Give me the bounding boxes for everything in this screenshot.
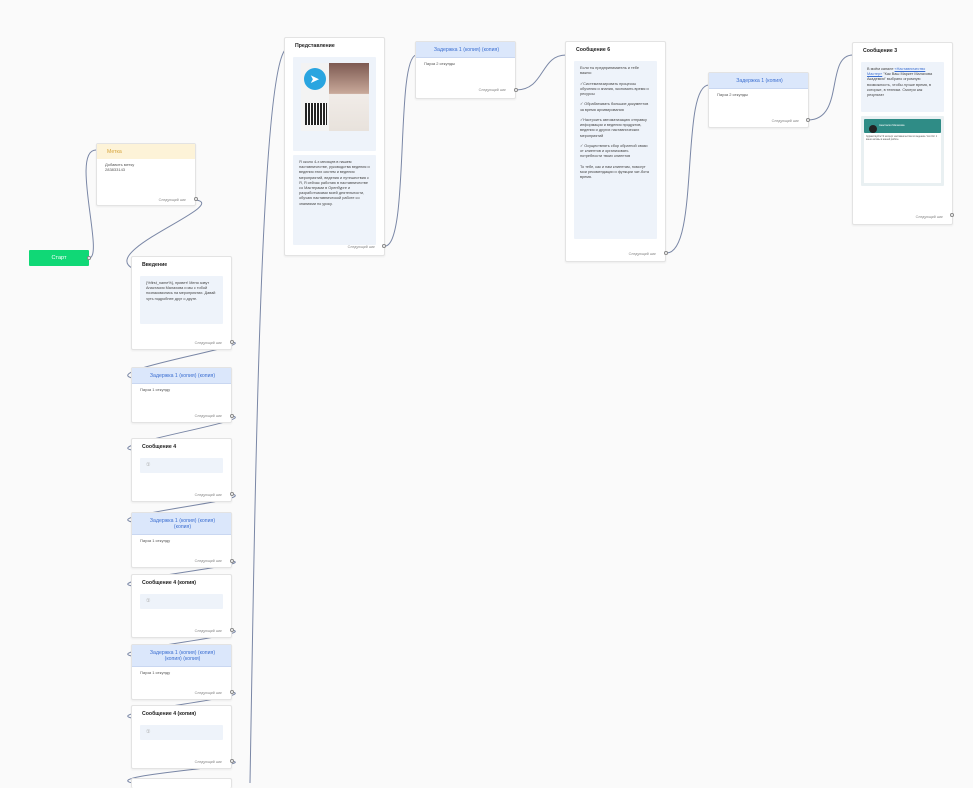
wire-delay-msg3 — [807, 54, 854, 121]
presentation-image-block: ➤ — [293, 57, 376, 151]
delay-e-text: Пауза 2 секунды — [717, 92, 748, 97]
message4-port[interactable] — [230, 492, 234, 496]
message4-title: Сообщение 4 — [142, 444, 177, 450]
message6-port[interactable] — [664, 251, 668, 255]
intro-message: {%first_name%}, привет! Меня зовут Анаст… — [140, 276, 223, 324]
portrait-photo — [328, 63, 369, 131]
next-step-label: Следующий шаг — [194, 629, 222, 633]
delay-node-d[interactable]: Задержка 1 (копия) (копия) Пауза 2 секун… — [415, 41, 516, 99]
message4-copy-port[interactable] — [230, 628, 234, 632]
message4-copy2-title: Сообщение 4 (копия) — [142, 711, 197, 717]
message6-p1: Если ты предприниматель и тебе важно: — [580, 66, 639, 76]
delay-node-b[interactable]: Задержка 1 (копия) (копия) (копия) Пауза… — [131, 512, 232, 568]
message3-node[interactable]: Сообщение 3 В моём канале «Наставничеств… — [852, 42, 953, 225]
delay-b-title: Задержка 1 (копия) (копия) (копия) — [132, 513, 231, 535]
qr-code-icon — [304, 103, 327, 125]
wire-delay-msg6 — [515, 54, 567, 91]
note-node-title: Метка — [97, 144, 195, 159]
message4-copy2-empty-block: ① — [140, 725, 223, 740]
message4-node[interactable]: Сообщение 4 ① Следующий шаг — [131, 438, 232, 502]
presentation-image: ➤ — [300, 63, 369, 131]
delay-d-title: Задержка 1 (копия) (копия) — [416, 42, 515, 58]
message3-link[interactable]: «Наставничество Мастер» — [867, 67, 926, 77]
wire-long-present — [249, 49, 286, 783]
next-step-label: Следующий шаг — [158, 198, 186, 202]
message3-pre: В моём канале — [867, 67, 894, 71]
empty-icon: ① — [146, 729, 151, 735]
note-add-tag: Добавить метку — [105, 162, 135, 167]
wire-msg6-delay — [665, 84, 710, 254]
note-node-body: Добавить метку 283833143 — [97, 159, 195, 176]
message6-node[interactable]: Сообщение 6 Если ты предприниматель и те… — [565, 41, 666, 262]
next-step-label: Следующий шаг — [347, 245, 375, 249]
message4-copy-empty-block: ① — [140, 594, 223, 609]
note-tag-value: 283833143 — [105, 167, 126, 173]
next-step-label: Следующий шаг — [915, 215, 943, 219]
empty-icon: ① — [146, 598, 151, 604]
delay-a-port[interactable] — [230, 414, 234, 418]
delay-c-title: Задержка 1 (копия) (копия) (копия) (копи… — [132, 645, 231, 667]
presentation-message: Я около 4-х месяцев в нашем наставничест… — [293, 155, 376, 245]
message3-title: Сообщение 3 — [863, 48, 898, 54]
card-title: Анастасия Малахова — [879, 124, 905, 127]
delay-b-port[interactable] — [230, 559, 234, 563]
delay-a-text: Пауза 1 секунду — [140, 387, 171, 392]
presentation-node[interactable]: Представление ➤ Я около 4-х месяцев в на… — [284, 37, 385, 256]
next-step-label: Следующий шаг — [194, 414, 222, 418]
next-step-label: Следующий шаг — [194, 341, 222, 345]
message3-card-preview: Анастасия Малахова Здравствуйте! Я экспе… — [861, 116, 944, 186]
delay-d-text: Пауза 2 секунды — [424, 61, 455, 66]
message4-copy2-port[interactable] — [230, 759, 234, 763]
message3-post: "Как Ваш Маркет Малахова Академия" выбра… — [867, 72, 933, 98]
message6-p5: ✓ Осуществлять сбор обратной связи от кл… — [580, 144, 648, 159]
delay-e-port[interactable] — [806, 118, 810, 122]
message6-text: Если ты предприниматель и тебе важно: ✓С… — [574, 61, 657, 239]
presentation-port[interactable] — [382, 244, 386, 248]
next-step-label: Следующий шаг — [771, 119, 799, 123]
delay-a-title: Задержка 1 (копия) (копия) — [132, 368, 231, 384]
telegram-icon: ➤ — [303, 68, 326, 90]
message4-empty-block: ① — [140, 458, 223, 473]
message6-p3: ✓ Обрабатывать большие документов за вре… — [580, 102, 649, 112]
message3-port[interactable] — [950, 213, 954, 217]
intro-node[interactable]: Введение {%first_name%}, привет! Меня зо… — [131, 256, 232, 350]
message4-copy-title: Сообщение 4 (копия) — [142, 580, 197, 586]
message3-text: В моём канале «Наставничество Мастер» "К… — [861, 62, 944, 112]
next-step-label: Следующий шаг — [478, 88, 506, 92]
message6-p6: То тебе, как и нам клиентам, помогут мои… — [580, 164, 649, 180]
start-node[interactable]: Старт — [29, 250, 89, 266]
message6-p4: ✓Настроить автоматизацию отправку информ… — [580, 118, 647, 138]
note-port[interactable] — [194, 197, 198, 201]
message4-copy-node[interactable]: Сообщение 4 (копия) ① Следующий шаг — [131, 574, 232, 638]
empty-icon: ① — [146, 462, 151, 468]
next-step-label: Следующий шаг — [628, 252, 656, 256]
next-step-label: Следующий шаг — [194, 760, 222, 764]
delay-node-a[interactable]: Задержка 1 (копия) (копия) Пауза 1 секун… — [131, 367, 232, 423]
delay-c-text: Пауза 1 секунду — [140, 670, 171, 675]
wire-present-delay — [383, 54, 417, 247]
start-port[interactable] — [87, 256, 91, 260]
message6-p2: ✓Систематизировать процессы обучения и з… — [580, 81, 649, 97]
next-step-label: Следующий шаг — [194, 493, 222, 497]
delay-b-text: Пауза 1 секунду — [140, 538, 171, 543]
delay-d-port[interactable] — [514, 88, 518, 92]
card-text: Здравствуйте! Я эксперт наставничества п… — [864, 133, 941, 183]
next-step-label: Следующий шаг — [194, 559, 222, 563]
note-node[interactable]: Метка Добавить метку 283833143 Следующий… — [96, 143, 196, 206]
delay-node-e[interactable]: Задержка 1 (копия) Пауза 2 секунды Следу… — [708, 72, 809, 128]
partial-node[interactable] — [131, 778, 232, 788]
next-step-label: Следующий шаг — [194, 691, 222, 695]
avatar — [869, 125, 877, 133]
wire-start-note — [85, 149, 97, 259]
intro-port[interactable] — [230, 340, 234, 344]
intro-title: Введение — [142, 262, 168, 268]
delay-e-title: Задержка 1 (копия) — [709, 73, 808, 89]
delay-node-c[interactable]: Задержка 1 (копия) (копия) (копия) (копи… — [131, 644, 232, 700]
message6-title: Сообщение 6 — [576, 47, 611, 53]
delay-c-port[interactable] — [230, 690, 234, 694]
card-header: Анастасия Малахова — [864, 119, 941, 133]
message4-copy2-node[interactable]: Сообщение 4 (копия) ① Следующий шаг — [131, 705, 232, 769]
presentation-title: Представление — [295, 43, 335, 49]
